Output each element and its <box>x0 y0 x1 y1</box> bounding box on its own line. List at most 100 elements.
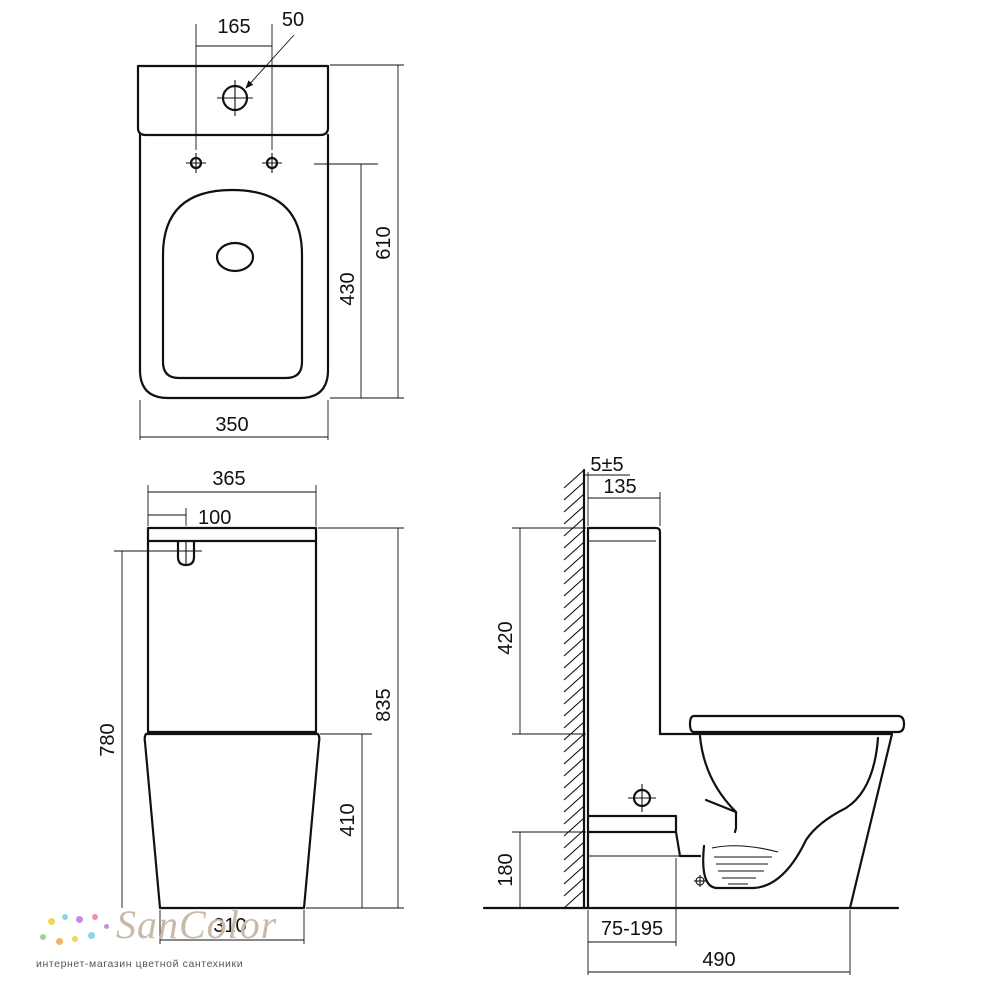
hatch-stroke <box>563 505 585 525</box>
front-view: 365 100 780 835 410 <box>97 468 404 944</box>
dim-width: 350 <box>139 400 329 440</box>
dim-base-width: 310 <box>159 910 305 944</box>
hatch-stroke <box>563 541 585 561</box>
side-view: 5±5 135 420 180 75-195 <box>482 454 906 975</box>
brand-dot <box>104 924 109 929</box>
top-view-seat <box>161 188 304 380</box>
dim-label-365: 365 <box>212 468 245 490</box>
front-view-tank <box>146 526 318 734</box>
brand-name: SanColor <box>116 902 278 947</box>
hatch-stroke <box>563 877 585 897</box>
hatch-stroke <box>563 721 585 741</box>
hatch-stroke <box>563 661 585 681</box>
dim-label-135: 135 <box>603 476 636 498</box>
front-view-bowl <box>143 732 321 910</box>
dim-label-835: 835 <box>373 688 395 721</box>
brand-dot <box>56 938 63 945</box>
dim-label-50: 50 <box>282 9 304 31</box>
dim-label-780: 780 <box>97 723 119 756</box>
hatch-stroke <box>563 781 585 801</box>
dim-tank-depth: 135 <box>588 476 661 526</box>
brand-dot <box>72 936 78 942</box>
dim-outlet-distance: 75-195 <box>588 858 677 946</box>
dim-inlet-height: 780 <box>97 550 202 908</box>
dim-total-depth: 610 <box>330 64 404 399</box>
hatch-stroke <box>563 613 585 633</box>
dim-hole-diameter: 50 <box>245 9 304 89</box>
dim-label-490: 490 <box>702 949 735 971</box>
hatch-stroke <box>563 829 585 849</box>
fixing-hole-left <box>186 153 206 173</box>
dim-label-75-195: 75-195 <box>601 918 663 940</box>
dim-label-410: 410 <box>337 803 359 836</box>
fixing-hole-right <box>262 153 282 173</box>
dim-top-width: 365 <box>147 468 317 526</box>
waste-outlet <box>586 814 702 858</box>
drain-opening <box>215 241 255 273</box>
wall-hatching <box>563 469 585 909</box>
dim-button-offset: 100 <box>148 507 231 529</box>
hatch-stroke <box>563 565 585 585</box>
side-view-bowl <box>848 732 894 910</box>
dim-depth-to-holes: 430 <box>330 164 370 399</box>
hatch-stroke <box>563 745 585 765</box>
dim-label-180: 180 <box>495 853 517 886</box>
dim-hole-spacing: 165 <box>195 16 273 150</box>
dim-outlet-height: 180 <box>495 831 586 908</box>
brand-tagline: интернет-магазин цветной сантехники <box>36 958 244 970</box>
hatch-stroke <box>563 817 585 837</box>
dim-wall-gap: 5±5 <box>584 454 630 526</box>
hatch-stroke <box>563 553 585 573</box>
brand-dot <box>76 916 83 923</box>
side-view-tank <box>586 526 662 736</box>
hatch-stroke <box>563 589 585 609</box>
top-view-tank <box>136 64 330 137</box>
dim-label-165: 165 <box>217 16 250 38</box>
hatch-stroke <box>563 469 585 489</box>
top-view-bowl <box>138 133 330 400</box>
hatch-stroke <box>563 529 585 549</box>
hatch-stroke <box>563 805 585 825</box>
dim-label-310: 310 <box>213 915 246 937</box>
dim-label-100: 100 <box>198 507 231 529</box>
hatch-stroke <box>563 757 585 777</box>
hatch-stroke <box>563 493 585 513</box>
hatch-stroke <box>563 481 585 501</box>
brand-dot <box>40 934 46 940</box>
hatch-stroke <box>563 793 585 813</box>
water-trap-lines <box>714 856 772 885</box>
dim-bowl-height: 410 <box>320 733 372 908</box>
seat-lid <box>688 714 906 734</box>
hatch-stroke <box>563 685 585 705</box>
dim-total-height: 835 <box>306 527 404 909</box>
hatch-stroke <box>563 577 585 597</box>
hatch-stroke <box>563 601 585 621</box>
water-inlet-marker <box>628 784 656 812</box>
hatch-stroke <box>563 709 585 729</box>
hatch-stroke <box>563 637 585 657</box>
dim-label-610: 610 <box>373 226 395 259</box>
hatch-stroke <box>563 733 585 753</box>
hatch-stroke <box>563 649 585 669</box>
hatch-stroke <box>563 889 585 909</box>
bowl-inner <box>698 734 738 834</box>
hatch-stroke <box>563 853 585 873</box>
dim-label-5pm5: 5±5 <box>590 454 623 476</box>
hatch-stroke <box>563 697 585 717</box>
dim-label-350: 350 <box>215 414 248 436</box>
dim-label-420: 420 <box>495 621 517 654</box>
top-view: 165 50 350 430 610 <box>136 9 404 440</box>
brand-dot <box>62 914 68 920</box>
hatch-stroke <box>563 625 585 645</box>
hatch-stroke <box>563 673 585 693</box>
hatch-stroke <box>563 517 585 537</box>
hatch-stroke <box>563 769 585 789</box>
dim-total-length: 490 <box>587 910 851 975</box>
hatch-stroke <box>563 841 585 861</box>
dim-label-430: 430 <box>337 272 359 305</box>
bowl-fixing-marker <box>694 875 706 887</box>
brand-dot <box>48 918 55 925</box>
brand-dot <box>92 914 98 920</box>
dim-tank-height: 420 <box>495 527 586 735</box>
